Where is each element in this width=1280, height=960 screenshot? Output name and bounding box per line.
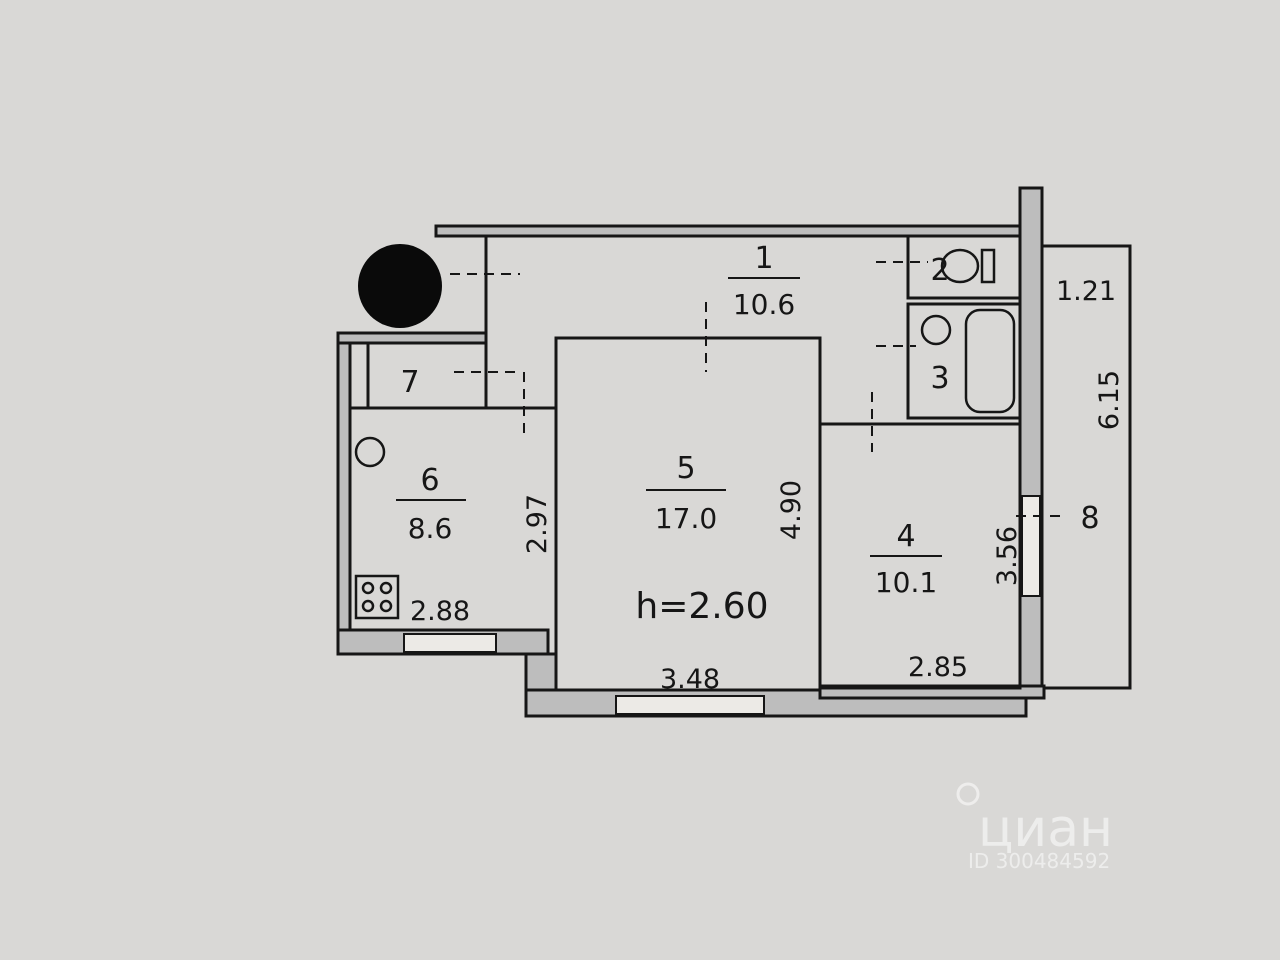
- room5-width-dim: 3.48: [660, 664, 720, 695]
- room4-window: [1021, 495, 1041, 597]
- left-wall: [336, 331, 352, 635]
- door-markers: [450, 261, 1062, 517]
- watermark-logo-icon: [956, 782, 980, 806]
- bathtub-icon: [964, 308, 1016, 414]
- room-7-number: 7: [400, 365, 419, 400]
- room-1-area: 10.6: [733, 288, 795, 321]
- toilet-icon: [940, 248, 980, 284]
- room-6-number: 6: [420, 463, 439, 498]
- room5-length-dim: 4.90: [776, 480, 807, 540]
- stove-burner-icon: [361, 581, 375, 595]
- walls: [336, 186, 1132, 718]
- room6-width-dim: 2.88: [410, 596, 470, 627]
- right-wall: [1018, 186, 1044, 690]
- kitchen-sink-icon: [354, 436, 386, 468]
- ceiling-height: h=2.60: [635, 586, 768, 627]
- sink-icon: [920, 314, 952, 346]
- stove-burner-icon: [361, 599, 375, 613]
- room-2-number: 2: [930, 253, 949, 288]
- room-5-number: 5: [676, 451, 695, 486]
- redaction-mark: [358, 244, 442, 328]
- balcony-width-dim: 1.21: [1056, 276, 1116, 307]
- room5-window: [615, 695, 765, 715]
- watermark-id: ID 300484592: [968, 849, 1110, 873]
- room4-width-dim: 2.85: [908, 652, 968, 683]
- room-4-area: 10.1: [875, 566, 937, 599]
- toilet-tank-icon: [980, 248, 996, 284]
- kitchen-window: [403, 633, 497, 653]
- room-1-number: 1: [754, 241, 773, 276]
- room-8-number: 8: [1080, 501, 1099, 536]
- balcony-length-dim: 6.15: [1094, 370, 1125, 430]
- room4-outline: [818, 422, 1022, 690]
- fixtures: [354, 248, 1016, 620]
- room6-length-dim: 2.97: [522, 494, 553, 554]
- room-4-number: 4: [896, 519, 915, 554]
- stove-icon: [354, 574, 400, 620]
- watermark: циан ID 300484592: [956, 782, 1113, 873]
- balcony-outline: [1040, 244, 1132, 690]
- room-3-number: 3: [930, 361, 949, 396]
- room-labels: 1 10.6 2 3 4 10.1 5 17.0 6 8.6 7 8: [396, 241, 1100, 599]
- room-6-area: 8.6: [408, 512, 453, 545]
- partitions: [350, 234, 1022, 692]
- wc-outline: [906, 234, 1022, 300]
- bath-outline: [906, 302, 1022, 420]
- dimension-labels: 1.21 6.15 3.56 2.85 3.48 4.90 2.88 2.97: [410, 276, 1125, 695]
- stove-burner-icon: [379, 599, 393, 613]
- closet-top-wall: [336, 331, 488, 345]
- room-5-area: 17.0: [655, 502, 717, 535]
- stove-burner-icon: [379, 581, 393, 595]
- watermark-brand: циан: [978, 799, 1113, 859]
- windows: [403, 495, 1041, 715]
- room4-height-dim: 3.56: [992, 526, 1023, 586]
